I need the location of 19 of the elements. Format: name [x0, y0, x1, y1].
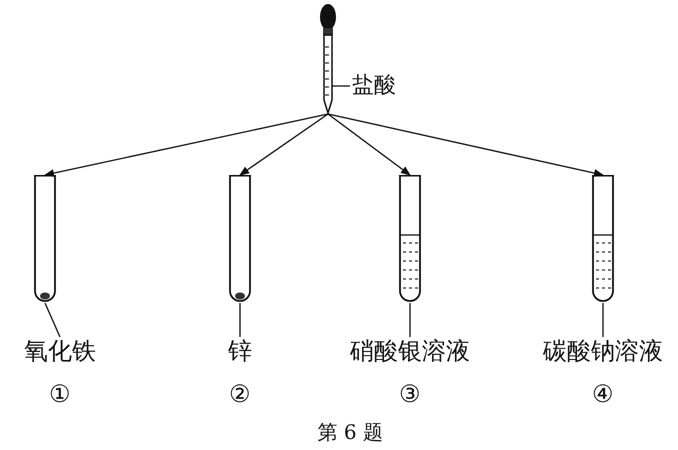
substance-label: 锌 [228, 337, 252, 365]
arrow [328, 113, 411, 176]
leader-line [409, 303, 411, 337]
arrow [239, 113, 328, 176]
substance-label: 氧化铁 [24, 337, 96, 365]
number-label: ② [229, 380, 251, 408]
leader-line [44, 302, 61, 338]
leader-line [602, 303, 604, 337]
leader-line [239, 303, 241, 337]
arrow [328, 113, 604, 177]
number-label: ④ [592, 380, 614, 408]
substance-label: 碳酸钠溶液 [543, 337, 663, 365]
number-label: ③ [399, 380, 421, 408]
caption: 第 6 题 [318, 419, 383, 446]
number-label: ① [49, 380, 71, 408]
reagent-label: 盐酸 [352, 72, 396, 100]
substance-label: 硝酸银溶液 [350, 337, 470, 365]
leader-line [332, 85, 350, 87]
arrow [44, 113, 328, 178]
